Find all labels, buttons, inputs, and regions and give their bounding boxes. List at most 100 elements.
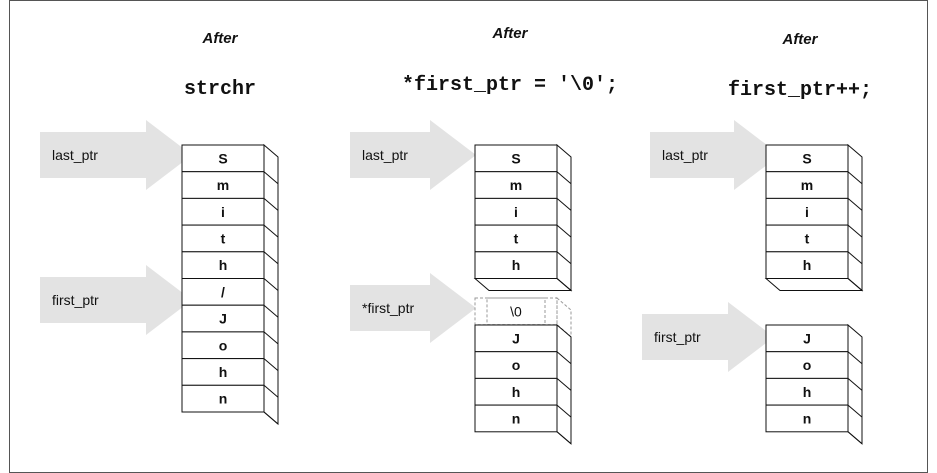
panel2-last-ptr-arrow [350,120,476,190]
panel3-block2-cell-text: o [803,357,812,373]
panel3-block1-cell-text: i [805,204,809,220]
panel1-string-side-edge [263,304,279,318]
panel1-string-side-edge [263,251,279,265]
panel2-block1-bottom [473,278,573,291]
panel2-first-ptr-arrow [350,273,476,343]
panel2-block1-cell-text: i [514,204,518,220]
panel1-string-cell [181,384,265,413]
panel3-block1-side-edge [847,171,863,185]
panel1-string-cell [181,251,265,280]
panel2-block1-side-edge [556,171,572,185]
panel3-block1-side [847,143,863,292]
panel2-null-inner [486,297,546,326]
panel3-block2-cell-text: n [803,410,812,426]
panel1-string-cell-text: t [221,230,226,246]
panel1-string-cell-text: h [219,257,228,273]
panel2-block1-cell [474,171,558,199]
panel3-block1-bottom [764,278,864,291]
panel1-string-cell [181,144,265,173]
panel3-block2-side-edge [847,378,863,391]
panel2-block2-side-edge [556,404,572,418]
panel2-last-ptr-label: last_ptr [362,147,408,163]
panel3-block2-side-edge [847,431,863,445]
panel3-block2-cell [765,351,849,379]
panel3-block1-side-edge [847,251,863,265]
panel3-block1-cell-text: S [802,150,811,166]
panel3-code: first_ptr++; [727,79,873,102]
panel1-string-side-edge [263,171,279,185]
panel3-block2-cell [765,324,849,353]
panel1-string-cell-text: o [219,337,228,353]
panel2-block1-cell-text: S [511,150,520,166]
panel3-heading: After [782,31,818,48]
panel1-first-ptr-arrow [40,265,192,335]
panel1-string-cell [181,358,265,386]
panel3-block1-side-edge [847,278,863,291]
panel2-block2-cell [474,404,558,433]
panel3-block1-cell [765,144,849,173]
panel2-first-ptr-label: *first_ptr [362,300,414,316]
panel3-block2-cell [765,404,849,433]
panel3-block1-cell-text: m [801,177,813,193]
panel2-block2-cell [474,351,558,379]
panel3-block1-cell-text: h [803,257,812,273]
panel1-string-cell [181,278,265,306]
panel1-string-side-edge [263,411,279,425]
panel3-block1-side-edge [847,198,863,211]
panel1-string-cell [181,171,265,199]
panel1-last-ptr-arrow [40,120,192,190]
panel1-string-cell-text: / [221,284,225,300]
panel1-string-side-edge [263,278,279,291]
panel2-block2-cell-text: n [512,410,521,426]
panel2-block2-cell [474,377,558,406]
panel1-string-cell-text: m [217,177,229,193]
panel1-string-cell [181,197,265,226]
panel1-string-side-edge [263,358,279,371]
panel2-block1-side [556,143,572,292]
panel3-first-ptr-arrow [642,302,774,372]
panel1-string-side-edge [263,224,279,238]
panel2-block1-side-edge [556,278,572,291]
panel3-last-ptr-label: last_ptr [662,147,708,163]
panel1-string-cell [181,331,265,360]
panel2-block1-cell-text: m [510,177,522,193]
panel2-block2-cell-text: o [512,357,521,373]
panel1-string-cell-text: S [218,150,227,166]
panel3-block1-cell [765,251,849,280]
panel3-block2-cell-text: J [803,330,811,346]
panel1-string-side-edge [263,331,279,345]
panel1-code: strchr [183,78,256,101]
panel3-block1-cell [765,171,849,199]
panel2-heading: After [492,25,528,42]
panel2-block2-side-edge [556,351,572,365]
panel3-block2-side-edge [847,404,863,418]
panel2-block1-cell [474,197,558,226]
panel2-block1-side-edge [556,224,572,238]
panel2-null-cell [474,297,558,326]
panel2-block2-cell-text: J [512,330,520,346]
panel3-block1-cell-text: t [805,230,810,246]
panel1-string-cell-text: i [221,204,225,220]
panel1-string-cell [181,224,265,253]
panel3-block2-cell [765,377,849,406]
panel2-block2-side-edge [556,378,572,391]
panel2-block1-cell [474,251,558,280]
panel1-first-ptr-label: first_ptr [52,292,99,308]
panel2-block1-side-edge [556,251,572,265]
panel1-last-ptr-label: last_ptr [52,147,98,163]
panel2-code: *first_ptr = '\0'; [401,74,619,97]
panel2-block2-side-edge [556,431,572,445]
panel3-last-ptr-arrow [650,120,780,190]
panel1-string-side-edge [263,384,279,398]
panel2-block1-side-edge [556,198,572,211]
panel1-string-cell-text: J [219,311,227,327]
panel1-string-cell-text: n [219,391,228,407]
panel1-heading: After [202,30,238,47]
panel3-block2-cell-text: h [803,384,812,400]
panel2-block1-cell [474,144,558,173]
panel1-string-side-edge [263,198,279,211]
panel3-block1-side-edge [847,224,863,238]
panel2-null-text: \0 [510,303,522,319]
panel2-block2-cell-text: h [512,384,521,400]
